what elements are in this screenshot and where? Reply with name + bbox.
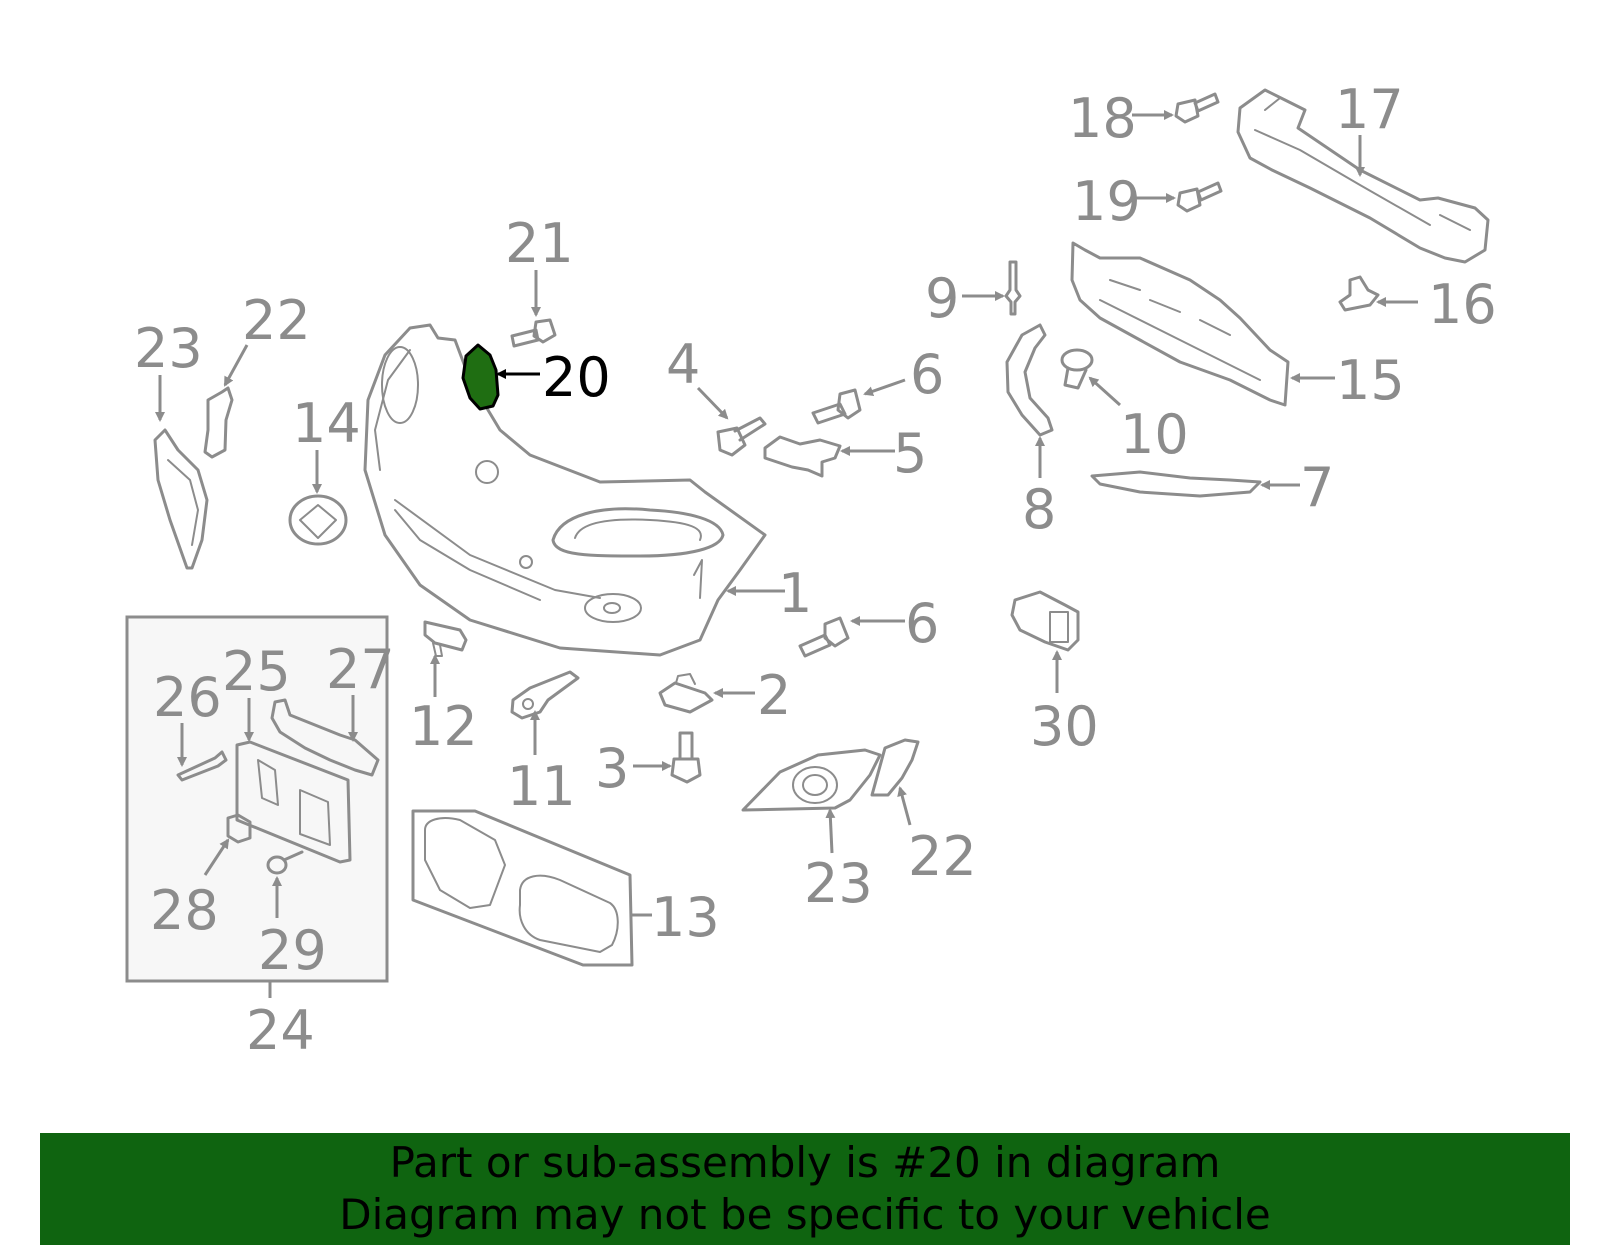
callout-6-lower: 6: [905, 592, 939, 655]
callout-2: 2: [757, 664, 791, 727]
callout-14: 14: [292, 392, 361, 455]
part-17-reinforcement: [1236, 88, 1490, 264]
callout-23-lower: 23: [804, 852, 873, 915]
part-15-absorber: [1070, 241, 1290, 407]
callout-10: 10: [1120, 403, 1189, 466]
part-28-clip: [226, 813, 252, 844]
part-14-emblem: [288, 494, 348, 546]
part-21-bolt: [510, 318, 557, 348]
part-20-bracket-highlighted: [461, 343, 500, 411]
part-8-side-bracket: [1005, 323, 1054, 437]
part-3-bolt: [670, 731, 702, 784]
part-16-bracket: [1338, 275, 1380, 312]
callout-21: 21: [505, 212, 574, 275]
part-11-connector: [510, 670, 580, 720]
callout-22-upper: 22: [242, 289, 311, 352]
callout-17: 17: [1335, 78, 1404, 141]
callout-13: 13: [651, 886, 720, 949]
callout-28: 28: [150, 879, 219, 942]
part-30-sensor: [1010, 590, 1080, 652]
info-banner: Part or sub-assembly is #20 in diagram D…: [40, 1133, 1570, 1245]
banner-line-1: Part or sub-assembly is #20 in diagram: [389, 1138, 1221, 1187]
callout-11: 11: [507, 755, 576, 818]
callout-5: 5: [893, 422, 927, 485]
callout-3: 3: [595, 737, 629, 800]
callout-15: 15: [1336, 349, 1405, 412]
callout-23-upper: 23: [134, 317, 203, 380]
part-23-bezel-lower: [741, 748, 882, 812]
part-18-bolt: [1174, 92, 1220, 124]
part-12-cap: [423, 620, 468, 657]
part-4-bolt: [716, 416, 767, 457]
callout-30: 30: [1030, 695, 1099, 758]
part-19-bolt: [1176, 181, 1223, 213]
part-22-bracket-lower: [870, 738, 920, 797]
part-13-grille: [411, 809, 634, 967]
callout-8: 8: [1022, 478, 1056, 541]
callout-27: 27: [326, 638, 395, 701]
callout-7: 7: [1300, 456, 1334, 519]
callout-22-lower: 22: [908, 825, 977, 888]
part-9-clip: [1004, 260, 1022, 316]
callout-4: 4: [666, 333, 700, 396]
part-22-bracket-upper: [203, 386, 234, 459]
callout-29: 29: [258, 919, 327, 982]
part-6-bolt-upper: [811, 388, 862, 425]
callout-12: 12: [409, 695, 478, 758]
callout-24: 24: [246, 999, 315, 1062]
callout-1: 1: [778, 562, 812, 625]
callout-26: 26: [153, 666, 222, 729]
part-27-bracket: [270, 698, 380, 777]
part-23-bezel-upper: [153, 428, 209, 570]
callout-19: 19: [1072, 170, 1141, 233]
callout-16: 16: [1428, 273, 1497, 336]
part-26-clip: [176, 750, 228, 782]
part-7-deflector: [1090, 470, 1262, 498]
callout-25: 25: [222, 640, 291, 703]
part-29-push-pin: [266, 850, 304, 875]
callout-6-upper: 6: [910, 343, 944, 406]
callout-20: 20: [542, 346, 611, 409]
part-10-push-clip: [1060, 348, 1094, 390]
part-25-plate-bracket: [235, 740, 352, 864]
kit-box-24: [125, 615, 389, 983]
part-2-clip-nut: [658, 673, 714, 714]
callout-18: 18: [1068, 87, 1137, 150]
part-5-bracket: [763, 435, 842, 478]
part-6-bolt-lower: [798, 616, 850, 658]
callout-9: 9: [925, 267, 959, 330]
banner-line-2: Diagram may not be specific to your vehi…: [339, 1190, 1271, 1239]
